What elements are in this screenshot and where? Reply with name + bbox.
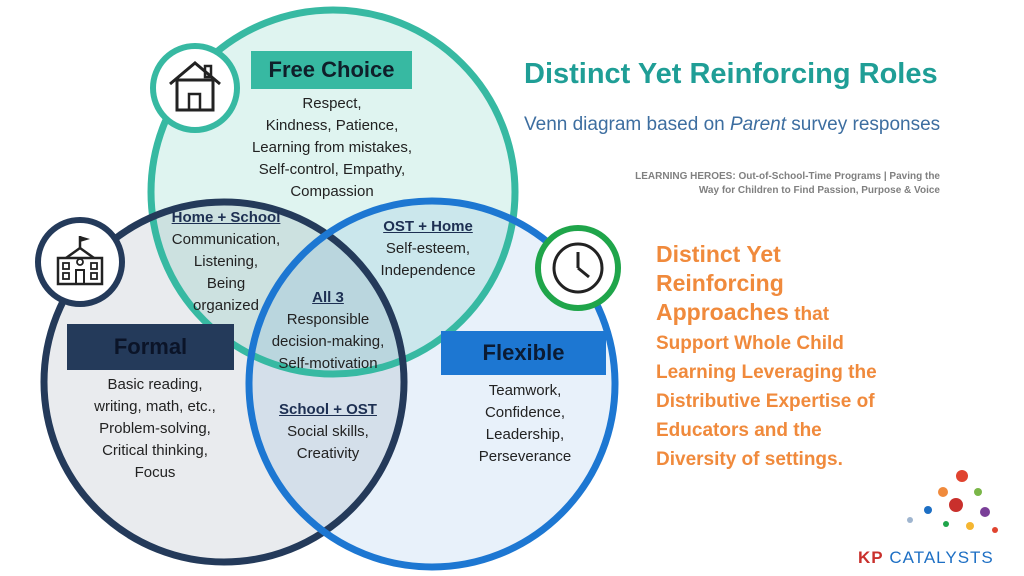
formal-label: Formal xyxy=(67,324,234,370)
clock-icon xyxy=(535,225,621,311)
slide-subtitle: Venn diagram based on Parent survey resp… xyxy=(524,114,941,135)
free-choice-label: Free Choice xyxy=(251,51,412,89)
flexible-label: Flexible xyxy=(441,331,606,375)
school-ost-overlap: School + OST Social skills, Creativity xyxy=(279,401,377,462)
formal-list: Basic reading, writing, math, etc., Prob… xyxy=(94,376,216,481)
flexible-outline xyxy=(245,197,619,571)
formal-circle xyxy=(44,202,404,562)
slide-title: Distinct Yet Reinforcing Roles xyxy=(524,58,938,90)
house-icon xyxy=(150,43,240,133)
kp-catalysts-logo: KP CATALYSTS xyxy=(858,548,994,567)
home-school-overlap: Home + School Communication, Listening, … xyxy=(171,209,281,314)
free-choice-outline xyxy=(147,6,519,378)
all-three-overlap: All 3 Responsible decision-making, Self-… xyxy=(271,289,385,372)
approach-statement: Distinct Yet Reinforcing Approaches that… xyxy=(656,241,877,470)
formal-outline xyxy=(40,198,408,566)
source-citation: LEARNING HEROES: Out-of-School-Time Prog… xyxy=(635,171,940,196)
ost-home-overlap: OST + Home Self-esteem, Independence xyxy=(380,218,476,279)
school-building-icon xyxy=(35,217,125,307)
kp-catalysts-logo-mark xyxy=(907,470,998,533)
flexible-circle xyxy=(249,201,615,567)
flexible-list: Teamwork, Confidence, Leadership, Persev… xyxy=(478,382,572,465)
free-choice-circle xyxy=(151,10,515,374)
free-choice-list: Respect, Kindness, Patience, Learning fr… xyxy=(251,95,413,200)
